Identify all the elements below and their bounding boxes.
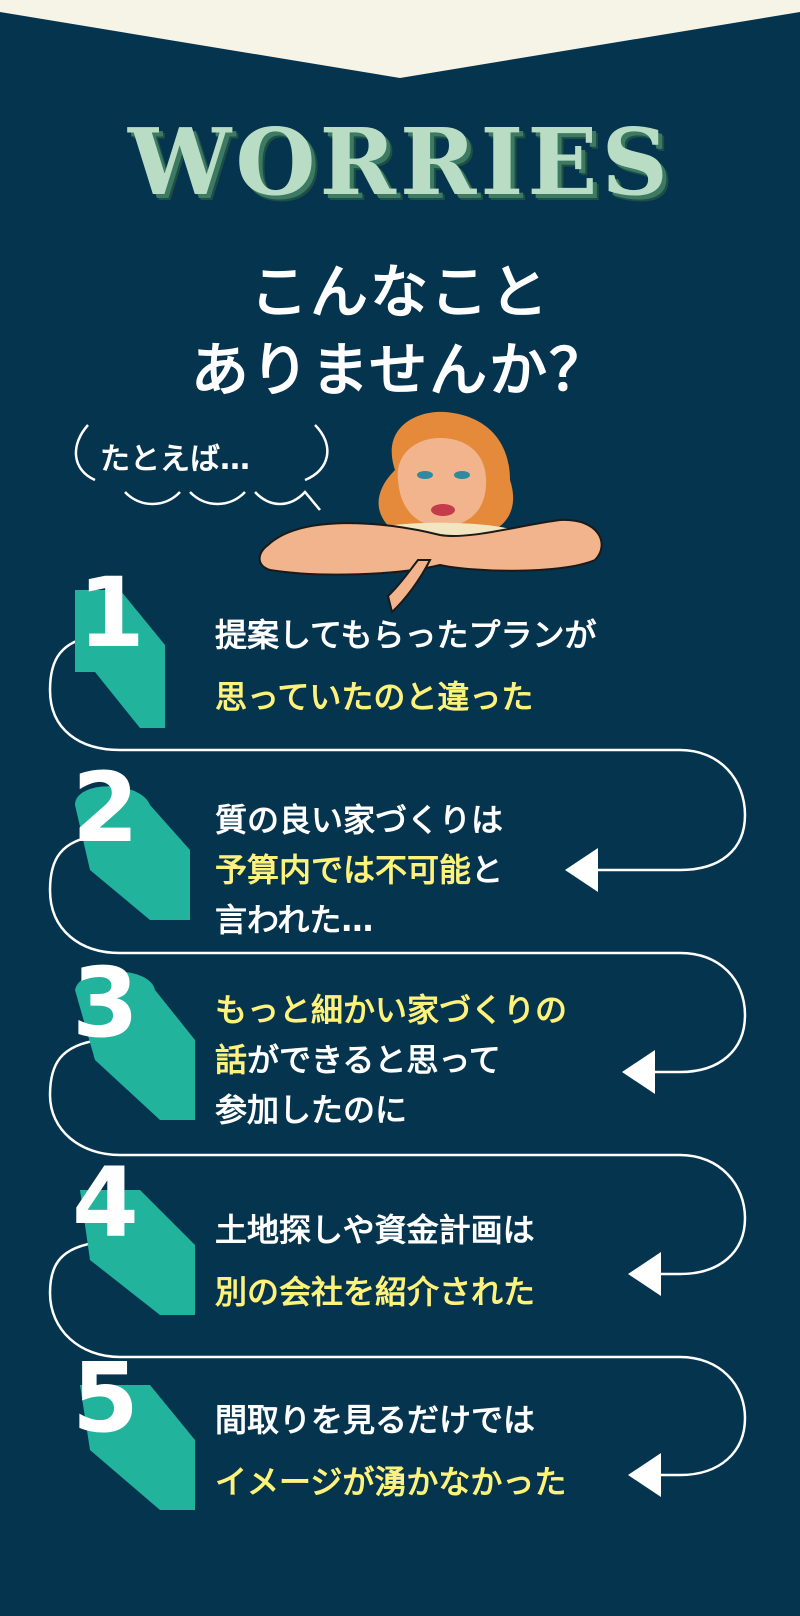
- number-shadow-1: [75, 590, 165, 728]
- worry-line: 言われた…: [215, 901, 374, 939]
- woman-illustration: [258, 411, 603, 614]
- worry-line: 参加したのに: [215, 1091, 408, 1129]
- worry-number-3: 3: [72, 947, 139, 1059]
- worry-line: 提案してもらったプランが: [215, 616, 597, 654]
- worry-line: 間取りを見るだけでは: [215, 1401, 536, 1439]
- worry-item-4: 土地探しや資金計画は 別の会社を紹介された: [215, 1205, 535, 1317]
- worry-line: イメージが湧かなかった: [215, 1463, 567, 1501]
- worry-line: 別の会社を紹介された: [215, 1273, 536, 1311]
- number-shadow-2: [75, 786, 190, 920]
- worry-number-4: 4: [72, 1147, 139, 1259]
- worry-line: 話ができると思って: [215, 1041, 501, 1079]
- worry-item-1: 提案してもらったプランが 思っていたのと違った: [215, 610, 596, 722]
- number-shadow-5: [80, 1385, 195, 1510]
- number-shadow-4: [80, 1190, 195, 1315]
- worry-item-5: 間取りを見るだけでは イメージが湧かなかった: [215, 1395, 566, 1507]
- arrow-icon: [628, 1252, 661, 1296]
- worry-number-2: 2: [72, 752, 139, 864]
- worry-item-3: もっと細かい家づくりの 話ができると思って 参加したのに: [215, 985, 567, 1135]
- number-shadow-3: [75, 971, 195, 1120]
- worry-line: 質の良い家づくりは: [215, 801, 504, 839]
- worry-line: 思っていたのと違った: [215, 678, 534, 716]
- worry-number-1: 1: [78, 557, 145, 669]
- section-title-line-2: ありませんか？: [190, 336, 610, 404]
- worry-line: 土地探しや資金計画は: [215, 1211, 535, 1249]
- section-title-line-1: こんなこと: [249, 258, 550, 326]
- worry-line: 予算内では不可能と: [215, 851, 504, 889]
- bubble-text: たとえば…: [100, 442, 250, 477]
- speech-bubble: [74, 424, 329, 511]
- top-chevron-band: [0, 0, 800, 78]
- arrow-icon: [565, 848, 598, 892]
- section-eyebrow: WORRIES: [128, 108, 672, 216]
- arrow-icon: [622, 1050, 655, 1094]
- worry-line: もっと細かい家づくりの: [215, 991, 568, 1029]
- worry-item-2: 質の良い家づくりは 予算内では不可能と 言われた…: [215, 795, 503, 945]
- winding-path-line: [48, 633, 747, 1477]
- arrow-icon: [628, 1453, 661, 1497]
- worry-number-5: 5: [72, 1342, 139, 1454]
